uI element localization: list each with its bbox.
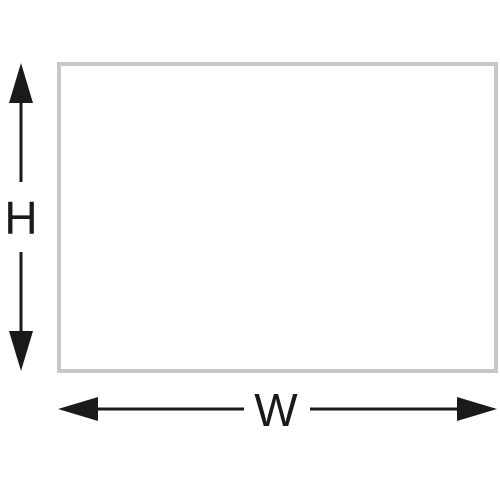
width-label: W	[254, 384, 298, 436]
width-arrowhead-left	[58, 397, 98, 421]
height-arrowhead-bottom	[9, 331, 33, 371]
height-label: H	[4, 192, 37, 244]
dimension-frame	[57, 62, 498, 373]
width-dimension: W	[58, 384, 497, 436]
width-arrowhead-right	[457, 397, 497, 421]
height-dimension: H	[4, 63, 38, 371]
height-arrowhead-top	[9, 63, 33, 103]
